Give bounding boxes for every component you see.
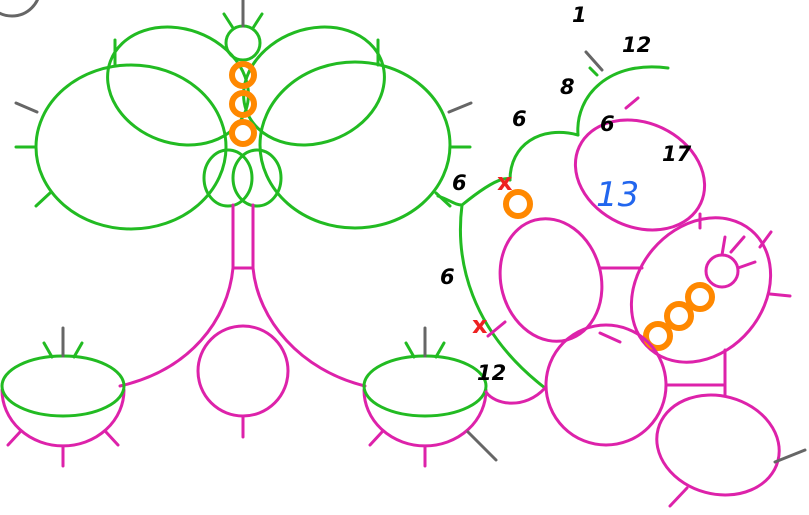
ring-picot (624, 96, 640, 110)
body-bead (229, 90, 257, 118)
ring-picot (486, 320, 507, 338)
partial-circle-marker (0, 0, 39, 18)
right-bottom-ring (362, 354, 488, 418)
motif-picot (42, 341, 54, 359)
motif-picot (466, 430, 498, 462)
left-bottom-cup (0, 388, 126, 448)
bottom-big-ring (544, 323, 668, 447)
green-chain-long (458, 203, 547, 390)
ring-thirteen (573, 118, 707, 232)
left-bottom-ring (0, 354, 126, 418)
label-one: 1 (572, 3, 587, 27)
right-bottom-cup (362, 388, 488, 448)
count-labels: 1 12 8 6 6 17 13 6 6 12 (440, 3, 692, 385)
label-eight: 8 (560, 75, 575, 99)
small-ring-picot (729, 235, 746, 254)
antenna-picot (222, 12, 235, 30)
green-chain-link (436, 194, 464, 207)
center-ring (196, 324, 290, 418)
motif-picot (434, 341, 446, 359)
label-six: 6 (452, 171, 467, 195)
right-cluster (436, 50, 807, 508)
wing-picot (447, 101, 473, 114)
label-twelve-bottom: 12 (477, 361, 506, 385)
ring-picot (758, 230, 773, 249)
label-six: 6 (600, 112, 615, 136)
body-bead (229, 119, 257, 147)
motif-picot (104, 430, 120, 447)
antenna-picot (251, 12, 264, 30)
bottom-link (484, 386, 547, 405)
green-chain-upper (576, 65, 670, 137)
left-lower-ring (202, 148, 254, 208)
ring-picot (768, 292, 792, 298)
label-seventeen: 17 (662, 142, 692, 166)
right-lower-ring (231, 148, 283, 208)
body-bead (229, 61, 257, 89)
join-mark: x (497, 168, 513, 196)
motif-picot (404, 341, 416, 359)
butterfly-head (224, 24, 262, 62)
label-six: 6 (512, 107, 527, 131)
join-marks: x x (472, 168, 513, 339)
right-ring (629, 216, 773, 364)
label-six: 6 (440, 265, 455, 289)
bottom-right-ring (655, 393, 781, 497)
join-mark: x (472, 311, 488, 339)
right-wing-upper (242, 25, 386, 147)
left-wing-large (34, 63, 228, 231)
join-bead (503, 189, 533, 219)
ring-picot (773, 448, 807, 464)
left-ring (498, 217, 604, 343)
small-ring-picot (736, 260, 757, 270)
right-wing-large (258, 60, 452, 230)
chain-picot (588, 66, 599, 77)
wing-picot (34, 191, 52, 208)
chain-right (251, 266, 367, 388)
small-ring (704, 253, 740, 289)
motif-picot (368, 430, 384, 447)
small-ring-picot (720, 235, 727, 257)
label-thirteen: 13 (596, 175, 639, 215)
ring-bead (685, 282, 715, 312)
chain-picot (584, 50, 604, 72)
bottom-row-motifs (0, 203, 498, 468)
label-twelve-top: 12 (622, 33, 651, 57)
connector (598, 331, 622, 344)
motif-picot (72, 341, 84, 359)
ring-picot (668, 486, 689, 508)
green-chain-top (508, 130, 580, 182)
motif-picot (6, 430, 22, 447)
chain-left (118, 266, 235, 388)
butterfly-motif (14, 0, 473, 231)
ring-bead (664, 301, 694, 331)
wing-picot (14, 101, 39, 114)
ring-bead (643, 321, 673, 351)
